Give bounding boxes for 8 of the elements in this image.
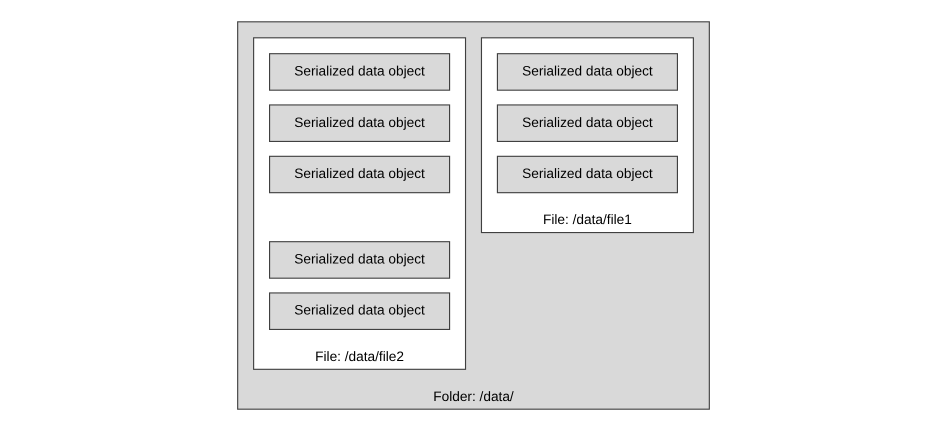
node-box: Serialized data object: [269, 292, 450, 330]
node-box: Serialized data object: [496, 156, 678, 194]
node-box: Serialized data object: [269, 241, 450, 279]
node-box: Serialized data object: [496, 104, 678, 142]
node-box: Serialized data object: [269, 53, 450, 91]
node-box: Serialized data object: [269, 104, 450, 142]
node-box: Serialized data object: [269, 156, 450, 194]
node-box: Serialized data object: [496, 53, 678, 91]
